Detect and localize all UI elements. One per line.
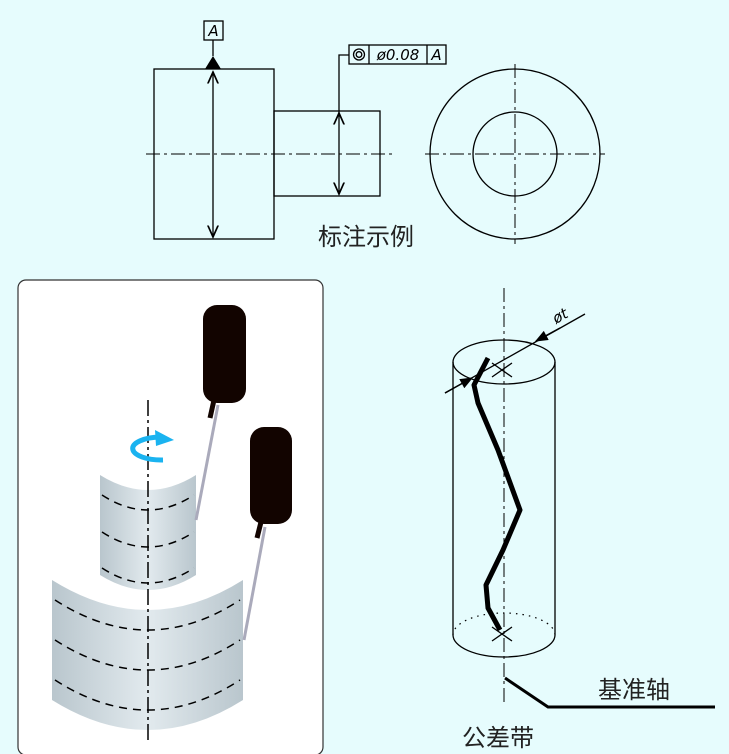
datum-label: A [207, 22, 218, 40]
probe-lower [242, 427, 292, 641]
fcf-tolerance: ø0.08 [376, 46, 420, 64]
caption: 标注示例 [318, 223, 414, 251]
zone-label: 公差带 [462, 724, 534, 752]
rotation-arrow-icon [130, 430, 174, 463]
measurement-illustration [17, 279, 324, 754]
part-drawing: A ø0.08 A 标注示例 [146, 20, 605, 251]
axis-label: 基准轴 [598, 676, 670, 704]
tolerance-zone-diagram: øt 基准轴 公差带 [444, 288, 715, 752]
probe-upper [194, 305, 246, 521]
tolerance-label: øt [548, 304, 572, 328]
fcf-datum: A [430, 46, 441, 64]
end-view [425, 64, 605, 244]
cross-marks [491, 362, 513, 642]
axis-leader [504, 676, 715, 709]
fcf-leader [338, 54, 349, 113]
datum-box [203, 20, 224, 41]
actual-axis [471, 356, 523, 632]
concentricity-icon [352, 48, 366, 61]
datum-triangle-icon [205, 56, 221, 69]
feature-control-frame: ø0.08 A [348, 44, 447, 65]
